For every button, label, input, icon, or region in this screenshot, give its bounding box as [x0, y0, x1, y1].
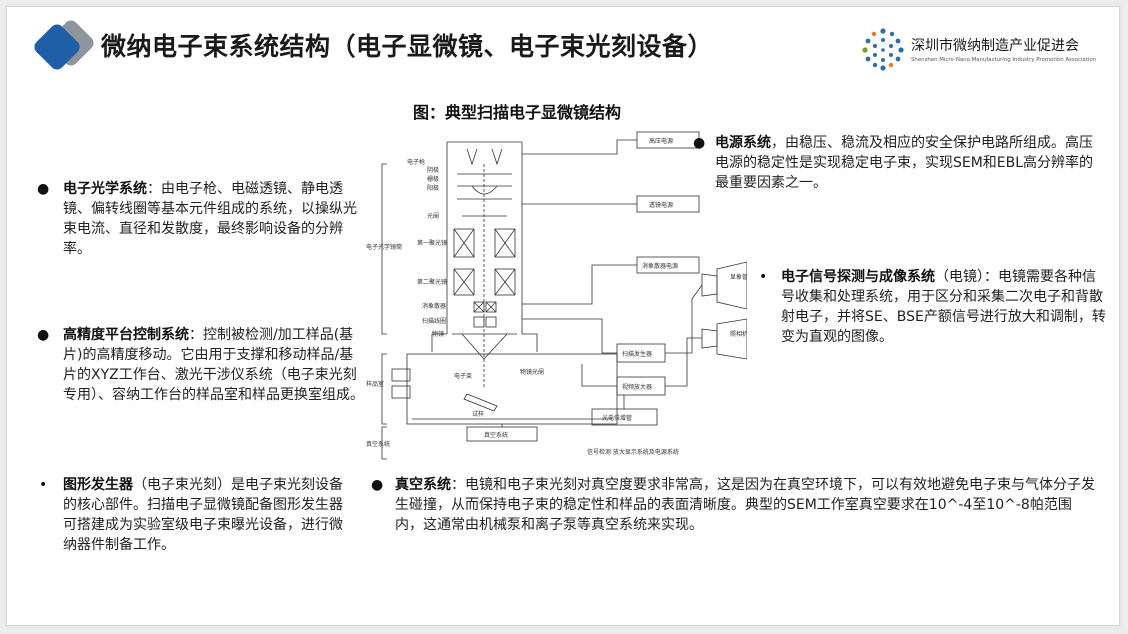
section-text: ：由电子枪、电磁透镜、静电透镜、偏转线圈等基本元件组成的系统，以操纵光束电流、直…	[63, 181, 357, 257]
label-display-tube: 显象管	[730, 273, 747, 281]
label-electron-beam: 电子束	[454, 372, 472, 380]
section-pattern-generator: • 图形发生器（电子束光刻）是电子束光刻设备的核心部件。扫描电子显微镜配备图形发…	[37, 475, 355, 555]
label-stig-power: 消象散器电源	[642, 262, 678, 270]
label-vacuum-side: 真空系统	[366, 440, 390, 448]
label-specimen-chamber: 样品室	[366, 380, 384, 388]
bullet: ●	[371, 477, 384, 493]
diamond-logo-icon	[34, 20, 94, 70]
label-lens-power: 透镜电源	[649, 201, 673, 209]
diagram-title: 图：典型扫描电子显微镜结构	[413, 103, 622, 122]
section-heading: 高精度平台控制系统	[63, 327, 189, 343]
section-detection-imaging: • 电子信号探测与成像系统（电镜）：电镜需要各种信号收集和处理系统，用于区分和采…	[759, 267, 1107, 347]
label-anode: 阳极	[427, 184, 439, 192]
bullet: •	[39, 477, 48, 493]
section-text: ：电镜和电子束光刻对真空度要求非常高，这是因为在真空环境下，可以有效地避免电子束…	[395, 477, 1095, 533]
organization-logo: 深圳市微纳制造产业促进会 Shenzhen Micro-Nano Manufac…	[861, 27, 1101, 71]
organization-name-en: Shenzhen Micro-Nano Manufacturing Indust…	[911, 57, 1097, 63]
section-text: （电镜）：电镜需要各种信号收集和处理系统，用于区分和采集二次电子和背散射电子，并…	[781, 269, 1106, 345]
section-text: （电子束光刻）是电子束光刻设备的核心部件。扫描电子显微镜配备图形发生器可搭建成为…	[63, 477, 343, 553]
label-scan-generator: 扫描发生器	[622, 350, 652, 358]
section-vacuum-system: ● 真空系统：电镜和电子束光刻对真空度要求非常高，这是因为在真空环境下，可以有效…	[371, 475, 1099, 535]
bullet: •	[759, 269, 768, 285]
sem-structure-diagram: 电子枪 阴极 栅极 阳极 光阑 第一聚光镜 第二聚光镜 消象散器 扫描线圈 物镜…	[366, 131, 747, 460]
label-hv-power: 高压电源	[649, 137, 673, 145]
label-aperture: 光阑	[427, 212, 439, 220]
label-vacuum-box: 真空系统	[484, 431, 508, 439]
section-text: ，由稳压、稳流及相应的安全保护电路所组成。高压电源的稳定性是实现稳定电子束，实现…	[715, 135, 1094, 191]
label-electron-gun: 电子枪	[407, 158, 425, 166]
label-grid: 栅极	[427, 175, 439, 183]
section-heading: 电子信号探测与成像系统	[781, 269, 935, 285]
label-signal-caption: 信号检测 放大显示系统及电源系统	[587, 448, 679, 456]
organization-name: 深圳市微纳制造产业促进会	[911, 38, 1079, 54]
label-stigmator: 消象散器	[422, 302, 446, 310]
dot-cluster-logo-icon	[862, 28, 904, 71]
label-video-amp: 视频放大器	[622, 383, 652, 391]
section-heading: 真空系统	[395, 477, 451, 493]
section-text: ：控制被检测/加工样品(基片)的高精度移动。它由用于支撑和移动样品/基片的XYZ…	[63, 327, 364, 403]
label-cathode: 阴极	[427, 166, 439, 174]
page-title: 微纳电子束系统结构（电子显微镜、电子束光刻设备）	[101, 32, 714, 61]
label-second-condenser: 第二聚光镜	[417, 278, 447, 286]
section-power-system: ● 电源系统，由稳压、稳流及相应的安全保护电路所组成。高压电源的稳定性是实现稳定…	[693, 133, 1105, 193]
label-specimen: 试样	[472, 410, 484, 418]
label-optics-system: 电子光学镜筒	[366, 243, 402, 251]
section-heading: 电子光学系统	[63, 181, 147, 197]
bullet: ●	[37, 181, 50, 197]
section-heading: 电源系统	[715, 135, 771, 151]
bullet: ●	[37, 327, 50, 343]
label-objective: 物镜	[432, 330, 444, 338]
label-camera: 照相机	[730, 330, 747, 338]
section-heading: 图形发生器	[63, 477, 133, 493]
section-electron-optics: ● 电子光学系统：由电子枪、电磁透镜、静电透镜、偏转线圈等基本元件组成的系统，以…	[37, 179, 367, 259]
bullet: ●	[693, 135, 706, 151]
label-pmt: 光电倍增管	[602, 414, 632, 422]
label-objective-aperture: 物镜光阑	[520, 368, 544, 376]
section-stage-control: ● 高精度平台控制系统：控制被检测/加工样品(基片)的高精度移动。它由用于支撑和…	[37, 325, 367, 405]
label-first-condenser: 第一聚光镜	[417, 239, 447, 247]
label-scan-coil: 扫描线圈	[422, 317, 446, 325]
slide: 微纳电子束系统结构（电子显微镜、电子束光刻设备） 深圳市微纳制造产业促进会 Sh…	[6, 6, 1120, 626]
